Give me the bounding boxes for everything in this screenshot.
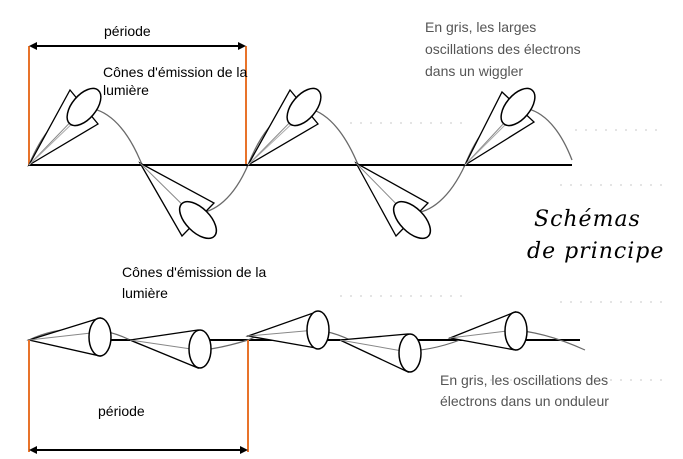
wiggler-cone-4 (354, 161, 432, 240)
undulator-cone-4 (337, 333, 422, 374)
undulator-cone-2 (127, 329, 212, 369)
undulator-diagram: période Cônes d'émission de la lumière E… (26, 264, 670, 454)
top-period-arrowhead-left (29, 42, 37, 50)
bottom-period-arrowhead-left (29, 446, 37, 454)
bottom-cones-label-line1: Cônes d'émission de la (122, 264, 267, 280)
undulator-cone-3 (245, 310, 330, 350)
bottom-grey-note-line2: électrons dans un onduleur (440, 393, 609, 409)
top-cones-label-line1: Cônes d'émission de la (103, 64, 248, 80)
bottom-period-arrowhead-right (240, 446, 248, 454)
bottom-cones-label-line2: lumière (122, 285, 168, 301)
top-grey-dotted-trail (350, 122, 665, 186)
title-line2: de principe (527, 239, 664, 264)
top-grey-note-line2: oscillations des électrons (425, 41, 581, 57)
undulator-cone-5 (447, 311, 528, 351)
wiggler-cone-3 (246, 87, 322, 167)
top-period-label: période (104, 23, 151, 39)
bottom-grey-dotted-trail (340, 295, 670, 381)
wiggler-cone-2 (138, 161, 218, 240)
top-grey-note-line3: dans un wiggler (425, 63, 523, 79)
bottom-grey-note-line1: En gris, les oscillations des (440, 372, 608, 388)
schema-title: Schémas de principe (527, 207, 664, 264)
wiggler-cone-1 (27, 87, 102, 167)
wiggler-diagram: période (27, 19, 665, 240)
wiggler-cone-5 (463, 87, 536, 167)
undulator-cone-1 (26, 317, 112, 357)
title-line1: Schémas (534, 207, 641, 232)
top-period-arrowhead-right (238, 42, 246, 50)
bottom-period-label: période (98, 403, 145, 419)
top-grey-note-line1: En gris, les larges (425, 19, 536, 35)
top-cones-label-line2: lumière (103, 82, 149, 98)
